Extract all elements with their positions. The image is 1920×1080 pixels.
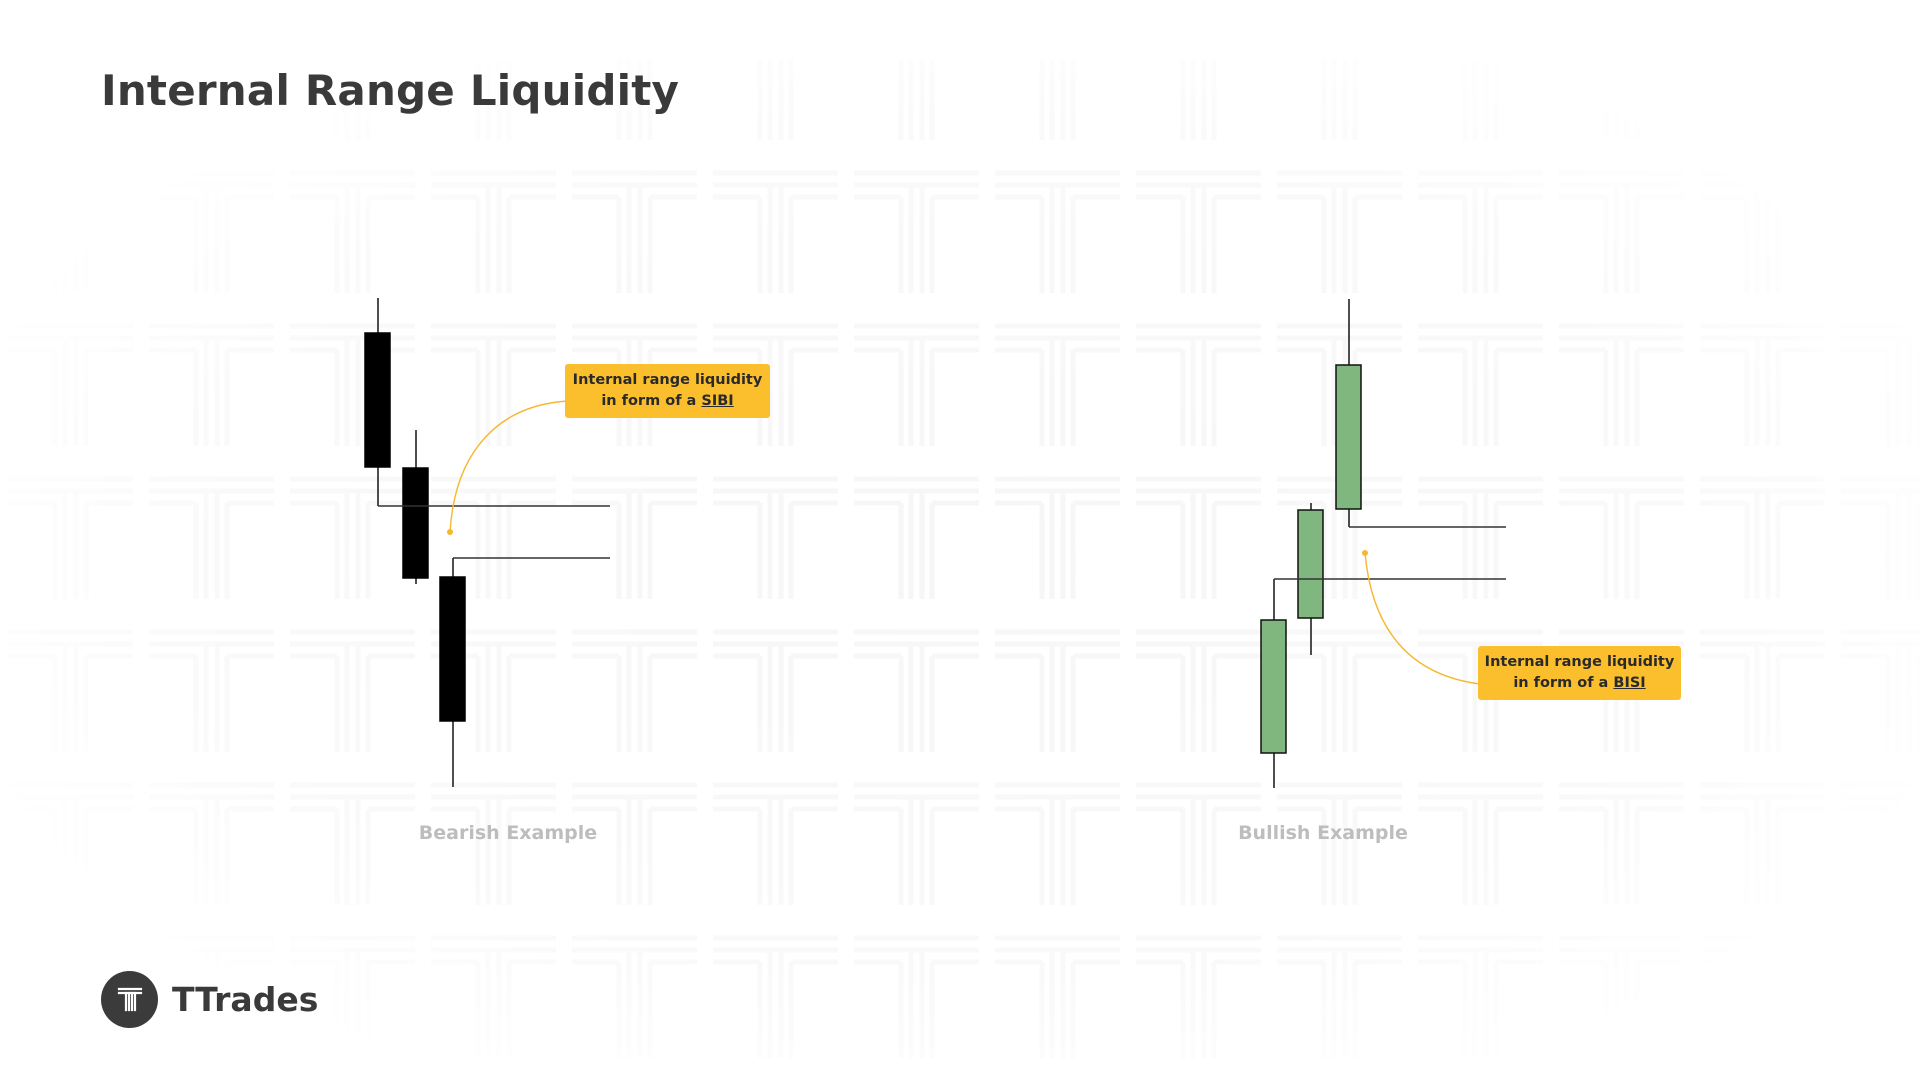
bearish-callout-line2: in form of a SIBI <box>601 393 734 409</box>
bullish-candle-3 <box>1335 299 1362 527</box>
bullish-example <box>1260 299 1506 788</box>
bearish-connector-dot <box>447 529 453 535</box>
bullish-candle-2 <box>1297 503 1324 655</box>
brand-name: TTrades <box>172 979 319 1019</box>
brand: TTrades <box>101 970 318 1028</box>
bullish-connector-dot <box>1362 550 1368 556</box>
bearish-candle-2 <box>402 430 429 584</box>
bearish-candle-3 <box>439 558 466 787</box>
bullish-callout-connector <box>1364 552 1481 685</box>
bullish-candle-1 <box>1260 579 1287 788</box>
bisi-term: BISI <box>1613 675 1646 691</box>
bearish-caption: Bearish Example <box>418 822 598 844</box>
bullish-callout-line1: Internal range liquidity <box>1484 654 1675 670</box>
bearish-example <box>364 298 610 787</box>
bullish-callout-line2: in form of a BISI <box>1513 675 1646 691</box>
bearish-callout-connector <box>449 400 569 533</box>
bullish-callout: Internal range liquidity in form of a BI… <box>1478 646 1681 700</box>
bearish-callout-line1: Internal range liquidity <box>572 372 763 388</box>
page-title: Internal Range Liquidity <box>101 66 680 115</box>
bullish-caption: Bullish Example <box>1238 822 1408 844</box>
sibi-term: SIBI <box>701 393 734 409</box>
bearish-callout: Internal range liquidity in form of a SI… <box>565 364 770 418</box>
bearish-candle-1 <box>364 298 391 506</box>
ttrades-logo-icon <box>101 970 158 1028</box>
